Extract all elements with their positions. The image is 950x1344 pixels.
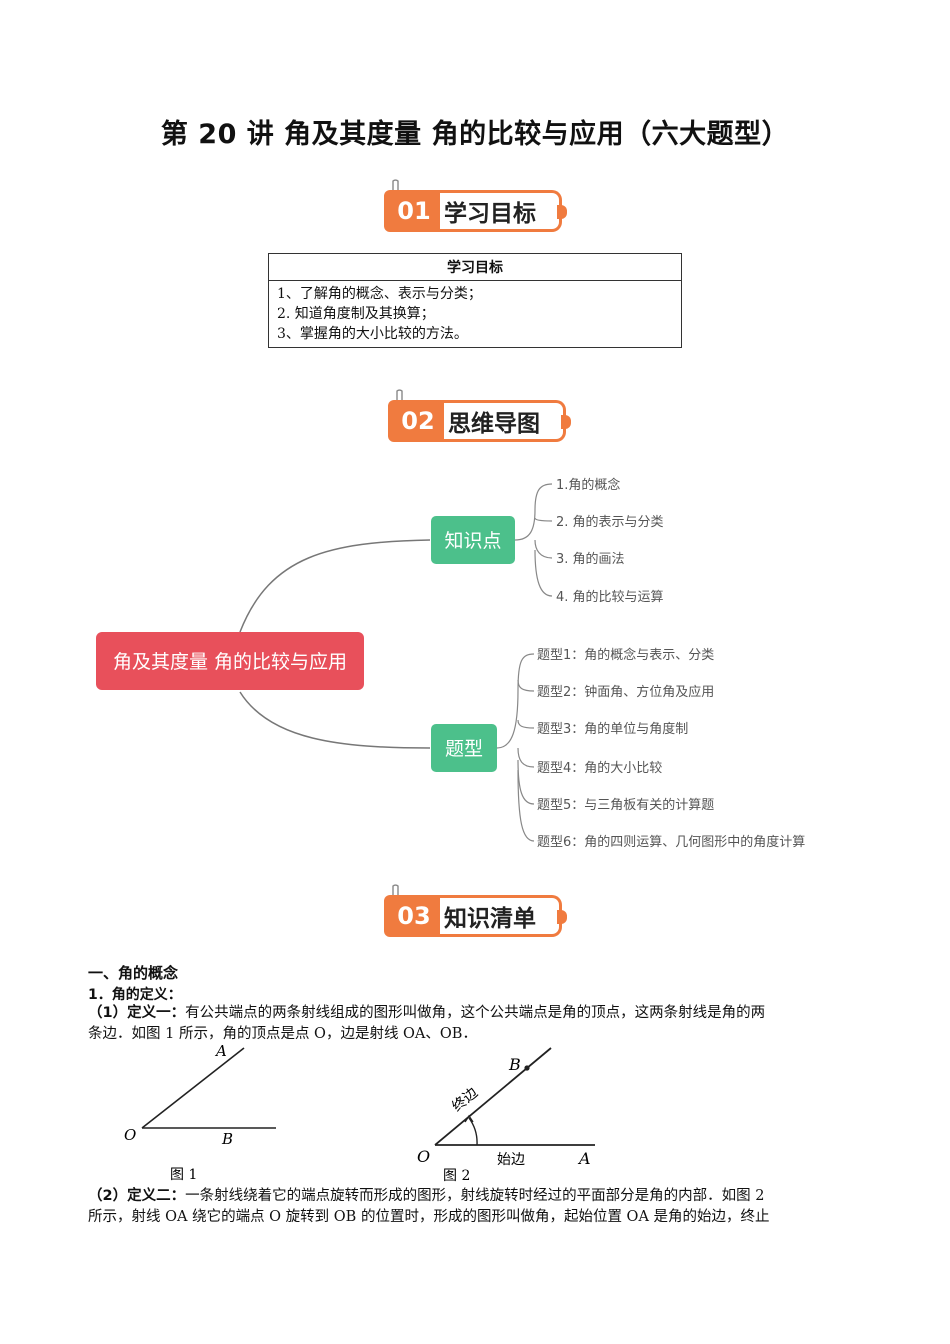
mindmap-branch-label: 题型 bbox=[445, 738, 483, 760]
arrow-icon bbox=[464, 1114, 474, 1123]
mindmap-leaf: 4. 角的比较与运算 bbox=[556, 589, 664, 605]
figure-1: A O B 图 1 bbox=[124, 1042, 276, 1182]
mindmap-leaf: 题型3：角的单位与角度制 bbox=[537, 721, 688, 737]
point-label: O bbox=[417, 1147, 430, 1166]
goal-item: 1、了解角的概念、表示与分类； bbox=[277, 286, 482, 302]
mindmap-leaf: 3. 角的画法 bbox=[556, 551, 625, 567]
badge-label: 知识清单 bbox=[440, 895, 567, 937]
definition-one: （1）定义一：有公共端点的两条射线组成的图形叫做角，这个公共端点是角的顶点，这两… bbox=[88, 1003, 878, 1045]
mind-map: 角及其度量 角的比较与应用 知识点 题型 1.角的概念 2. 角的表示与分类 3… bbox=[96, 477, 805, 850]
definition-text: 所示，射线 OA 绕它的端点 O 旋转到 OB 的位置时，形成的图形叫做角，起始… bbox=[88, 1209, 770, 1225]
connector bbox=[239, 691, 431, 749]
badge-number: 02 bbox=[388, 400, 448, 442]
definition-text: 条边．如图 1 所示，角的顶点是点 O，边是射线 OA、OB． bbox=[88, 1026, 477, 1042]
mindmap-leaf: 题型4：角的大小比较 bbox=[537, 760, 662, 776]
point-label: A bbox=[214, 1042, 227, 1060]
mindmap-center-label: 角及其度量 角的比较与应用 bbox=[113, 651, 347, 673]
point-label: B bbox=[221, 1130, 233, 1148]
figure-caption: 图 1 bbox=[170, 1167, 197, 1182]
definition-label: （1）定义一： bbox=[88, 1005, 186, 1021]
figure-2: B O A 终边 始边 图 2 bbox=[417, 1047, 595, 1184]
definition-text: 一条射线绕着它的端点旋转而形成的图形，射线旋转时经过的平面部分是角的内部．如图 … bbox=[185, 1188, 765, 1204]
mindmap-leaf: 2. 角的表示与分类 bbox=[556, 514, 664, 530]
section-badge-goals: 01 学习目标 bbox=[384, 179, 567, 232]
subsection-heading: 1．角的定义： bbox=[88, 987, 182, 1003]
badge-label: 学习目标 bbox=[440, 190, 567, 232]
goals-table: 学习目标 1、了解角的概念、表示与分类； 2. 知道角度制及其换算； 3、掌握角… bbox=[268, 253, 682, 348]
mindmap-leaf: 题型6：角的四则运算、几何图形中的角度计算 bbox=[537, 834, 805, 850]
mindmap-center-node bbox=[96, 632, 364, 690]
page-title: 第 20 讲 角及其度量 角的比较与应用（六大题型） bbox=[160, 119, 790, 150]
definition-two: （2）定义二：一条射线绕着它的端点旋转而形成的图形，射线旋转时经过的平面部分是角… bbox=[88, 1186, 878, 1228]
ray-oa bbox=[141, 1047, 245, 1129]
mindmap-branch-knowledge bbox=[431, 516, 515, 564]
figure-caption: 图 2 bbox=[443, 1168, 470, 1184]
mindmap-branch-label: 知识点 bbox=[444, 530, 501, 552]
point-label: A bbox=[577, 1149, 591, 1168]
mindmap-leaf: 题型2：钟面角、方位角及应用 bbox=[537, 684, 714, 700]
point-b-dot bbox=[524, 1065, 530, 1071]
point-label: O bbox=[124, 1126, 136, 1144]
badge-label: 思维导图 bbox=[444, 400, 571, 442]
goal-item: 2. 知道角度制及其换算； bbox=[277, 306, 435, 322]
point-label: B bbox=[508, 1055, 521, 1074]
section-heading: 一、角的概念 bbox=[88, 964, 179, 982]
mindmap-branch-types bbox=[431, 724, 497, 772]
paperclip-icon bbox=[392, 884, 399, 900]
side-label: 始边 bbox=[497, 1152, 525, 1168]
definition-text: 有公共端点的两条射线组成的图形叫做角，这个公共端点是角的顶点，这两条射线是角的两 bbox=[185, 1005, 766, 1021]
goals-header: 学习目标 bbox=[268, 253, 682, 281]
section-badge-mindmap: 02 思维导图 bbox=[388, 389, 571, 442]
badge-number: 03 bbox=[384, 895, 444, 937]
mindmap-leaf: 题型1：角的概念与表示、分类 bbox=[537, 647, 714, 663]
badge-number: 01 bbox=[384, 190, 444, 232]
paperclip-icon bbox=[396, 389, 403, 405]
mindmap-leaf: 题型5：与三角板有关的计算题 bbox=[537, 797, 714, 813]
section-badge-knowledge: 03 知识清单 bbox=[384, 884, 567, 937]
goal-item: 3、掌握角的大小比较的方法。 bbox=[277, 326, 468, 342]
connector bbox=[239, 539, 431, 633]
paperclip-icon bbox=[392, 179, 399, 195]
definition-label: （2）定义二： bbox=[88, 1188, 186, 1204]
mindmap-leaf: 1.角的概念 bbox=[556, 477, 620, 493]
rotation-arc bbox=[468, 1117, 478, 1146]
ray-ob bbox=[434, 1047, 552, 1146]
